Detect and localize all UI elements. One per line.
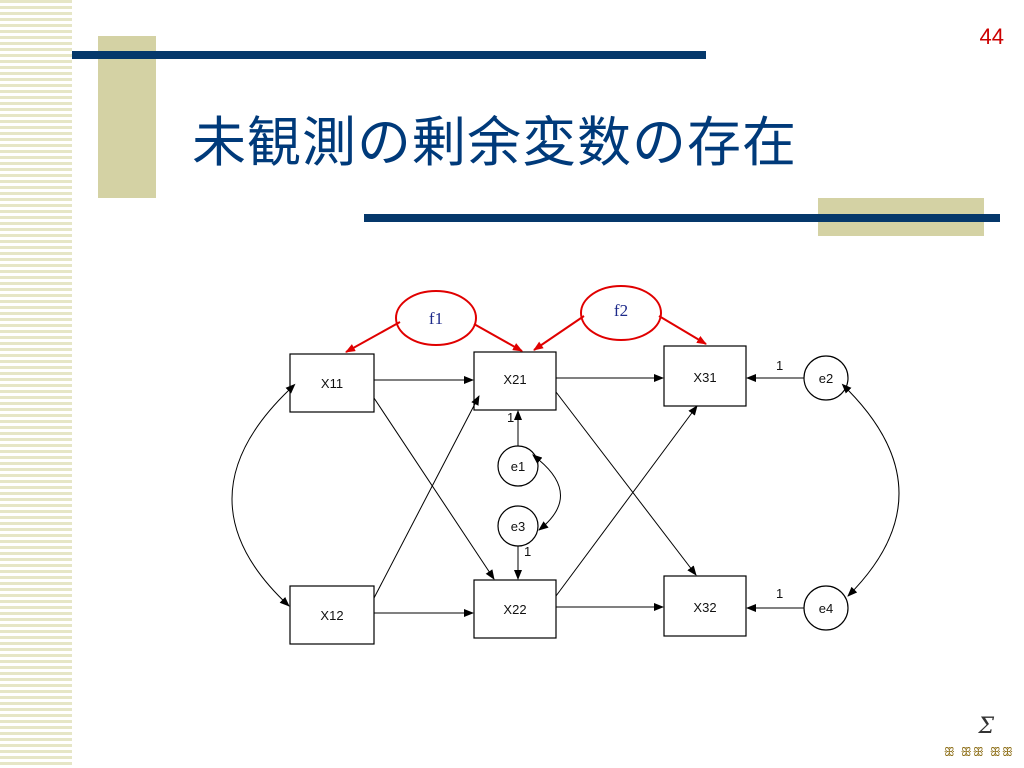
sigma-icon: Σ — [978, 714, 994, 739]
node-label-e1: e1 — [511, 459, 525, 474]
striped-margin — [0, 0, 72, 768]
node-label-f2: f2 — [614, 301, 628, 320]
node-label-e4: e4 — [819, 601, 833, 616]
logo-marks: ꕥ ꕥꕥ ꕥꕥ — [943, 745, 1014, 759]
title-rule-top — [72, 51, 706, 59]
arrow-x22-x31 — [555, 405, 698, 597]
arrow-x12-x21 — [373, 395, 480, 599]
coef-e1-x21: 1 — [507, 410, 514, 425]
slide-number: 44 — [979, 24, 1004, 49]
arrow-f1-x21 — [473, 323, 523, 352]
node-x32: X32 — [663, 575, 747, 637]
footer-logo: Σ ꕥ ꕥꕥ ꕥꕥ — [942, 714, 1014, 760]
node-x11: X11 — [289, 353, 375, 413]
covariance-e1-e3 — [532, 454, 561, 531]
node-x22: X22 — [473, 579, 557, 639]
arrow-f1-x11 — [345, 321, 401, 353]
node-label-x11: X11 — [321, 376, 343, 391]
node-label-e2: e2 — [819, 371, 833, 386]
node-label-x12: X12 — [320, 608, 343, 623]
node-e2: e2 — [803, 355, 849, 401]
node-x31: X31 — [663, 345, 747, 407]
node-f2: f2 — [580, 285, 662, 341]
node-label-e3: e3 — [511, 519, 525, 534]
node-label-f1: f1 — [429, 309, 443, 328]
node-e4: e4 — [803, 585, 849, 631]
title-rule-bottom — [364, 214, 1000, 222]
arrow-x11-x22 — [373, 397, 495, 580]
arrow-f2-x31 — [658, 315, 707, 345]
node-e3: e3 — [497, 505, 539, 547]
arrow-f2-x21 — [533, 315, 585, 351]
arrow-x21-x32 — [555, 391, 697, 576]
node-x21: X21 — [473, 351, 557, 411]
slide-title: 未観測の剰余変数の存在 — [192, 111, 797, 174]
coef-e2-x31: 1 — [776, 358, 783, 373]
node-label-x22: X22 — [503, 602, 526, 617]
node-label-x21: X21 — [503, 372, 526, 387]
node-x12: X12 — [289, 585, 375, 645]
node-label-x32: X32 — [693, 600, 716, 615]
covariance-x11-x12 — [231, 383, 296, 607]
node-label-x31: X31 — [693, 370, 716, 385]
node-f1: f1 — [395, 290, 477, 346]
decorative-block-left — [98, 36, 156, 198]
coef-e3-x22: 1 — [524, 544, 531, 559]
node-e1: e1 — [497, 445, 539, 487]
coef-e4-x32: 1 — [776, 586, 783, 601]
covariance-e2-e4 — [841, 383, 900, 597]
